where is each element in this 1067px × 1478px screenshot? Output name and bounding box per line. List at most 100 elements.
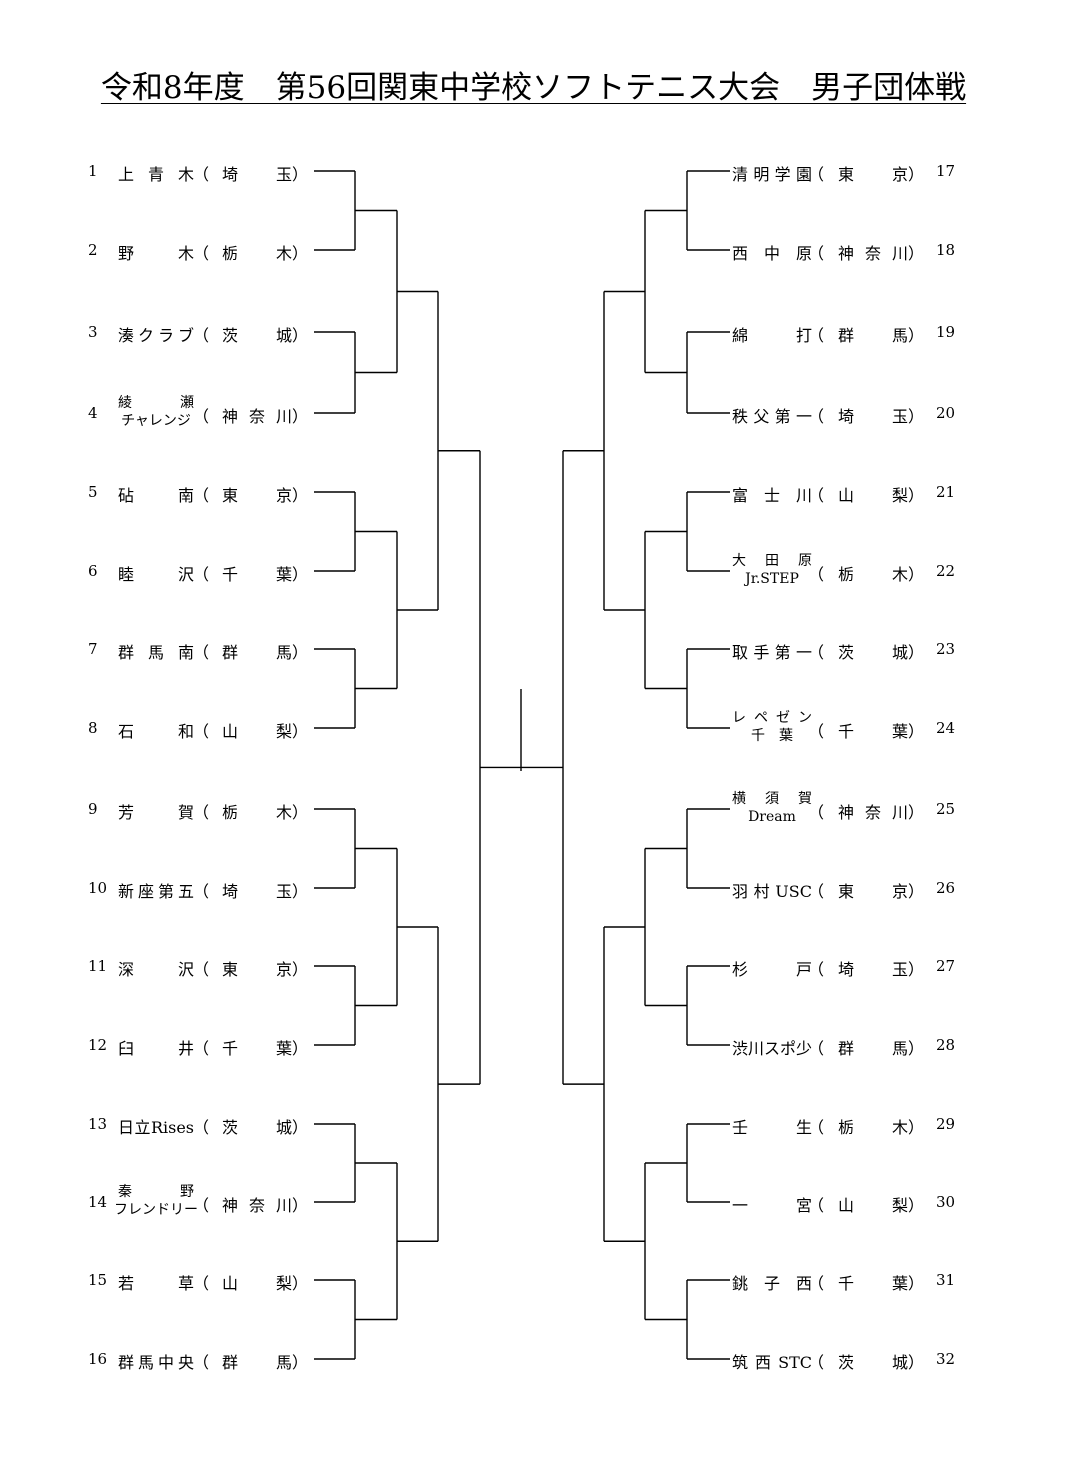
prefecture: 埼 玉 (222, 165, 292, 184)
paren-close: ） (908, 1118, 925, 1137)
prefecture: 埼 玉 (838, 407, 908, 426)
paren-close: ） (908, 882, 925, 901)
paren-open: （ (808, 165, 825, 184)
paren-close: ） (292, 1196, 309, 1215)
paren-open: （ (808, 722, 825, 741)
team-name: 深 沢 (118, 960, 194, 979)
prefecture: 山 梨 (838, 486, 908, 505)
prefecture: 群 馬 (838, 326, 908, 345)
paren-open: （ (193, 882, 210, 901)
prefecture: 山 梨 (222, 722, 292, 741)
prefecture: 茨 城 (222, 1118, 292, 1137)
team-name-line1: 大田原 (732, 553, 812, 569)
team-name-line1: 秦 野 (118, 1184, 194, 1200)
paren-open: （ (808, 565, 825, 584)
team-name: 若 草 (118, 1274, 194, 1293)
paren-open: （ (808, 1353, 825, 1372)
team-number: 14 (88, 1193, 108, 1211)
team-name: 群馬南 (118, 643, 194, 662)
team-number: 24 (936, 719, 956, 737)
team-number: 9 (88, 800, 98, 818)
team-name: 西中原 (732, 244, 812, 263)
prefecture: 千 葉 (222, 565, 292, 584)
team-name: 石 和 (118, 722, 194, 741)
team-name: 睦 沢 (118, 565, 194, 584)
team-number: 31 (936, 1271, 956, 1289)
team-number: 2 (88, 241, 98, 259)
paren-open: （ (808, 244, 825, 263)
paren-close: ） (908, 1353, 925, 1372)
paren-close: ） (292, 1118, 309, 1137)
paren-open: （ (193, 1274, 210, 1293)
paren-close: ） (292, 882, 309, 901)
team-name-line1: レペゼン (732, 710, 812, 726)
paren-open: （ (193, 1196, 210, 1215)
paren-open: （ (808, 960, 825, 979)
paren-close: ） (292, 165, 309, 184)
team-name: 一 宮 (732, 1196, 812, 1215)
team-name: 銚子西 (732, 1274, 812, 1293)
team-number: 16 (88, 1350, 108, 1368)
prefecture: 神奈川 (838, 244, 908, 263)
team-name-line2: Dream (748, 809, 796, 825)
paren-close: ） (292, 960, 309, 979)
prefecture: 東 京 (222, 486, 292, 505)
team-name-line2: フレンドリー (114, 1202, 198, 1218)
prefecture: 茨 城 (838, 1353, 908, 1372)
prefecture: 栃 木 (222, 244, 292, 263)
team-name: 砧 南 (118, 486, 194, 505)
team-entry: 22 大田原 Jr.STEP （ 栃 木 ） (0, 551, 1067, 591)
team-number: 21 (936, 483, 956, 501)
paren-close: ） (292, 565, 309, 584)
prefecture: 山 梨 (838, 1196, 908, 1215)
paren-close: ） (292, 407, 309, 426)
prefecture: 栃 木 (838, 1118, 908, 1137)
prefecture: 東 京 (838, 882, 908, 901)
paren-close: ） (908, 803, 925, 822)
team-number: 22 (936, 562, 956, 580)
prefecture: 千 葉 (222, 1039, 292, 1058)
paren-close: ） (292, 803, 309, 822)
page-title: 令和8年度 第56回関東中学校ソフトテニス大会 男子団体戦 (0, 62, 1067, 107)
paren-open: （ (808, 326, 825, 345)
paren-close: ） (292, 326, 309, 345)
team-name: 壬 生 (732, 1118, 812, 1137)
team-name-line2: Jr.STEP (745, 571, 799, 587)
team-name: 秩父第一 (732, 407, 812, 426)
prefecture: 東 京 (222, 960, 292, 979)
team-name: 群馬中央 (118, 1353, 194, 1372)
paren-open: （ (808, 1118, 825, 1137)
paren-open: （ (808, 486, 825, 505)
paren-close: ） (292, 722, 309, 741)
paren-open: （ (808, 1196, 825, 1215)
team-name: 清明学園 (732, 165, 812, 184)
team-number: 3 (88, 323, 98, 341)
team-number: 17 (936, 162, 956, 180)
prefecture: 神奈川 (838, 803, 908, 822)
paren-open: （ (193, 1039, 210, 1058)
team-number: 4 (88, 404, 98, 422)
prefecture: 茨 城 (838, 643, 908, 662)
prefecture: 神奈川 (222, 407, 292, 426)
prefecture: 栃 木 (838, 565, 908, 584)
